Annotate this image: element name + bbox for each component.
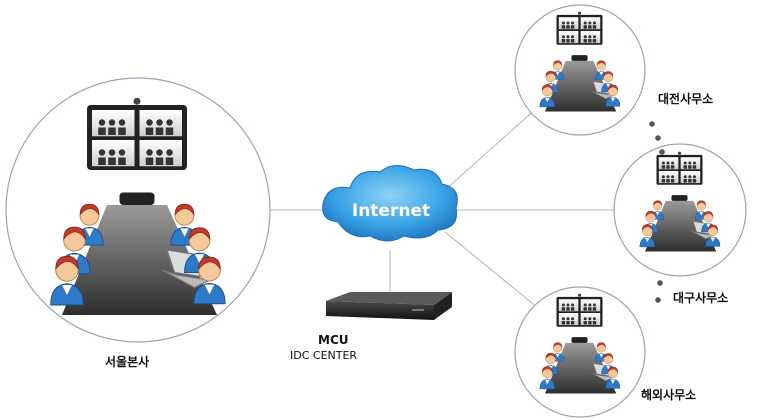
overseas-label: 해외사무소: [641, 388, 697, 402]
mcu-title: MCU: [318, 333, 349, 347]
mcu-subtitle: IDC CENTER: [290, 349, 358, 362]
site-daegu: [613, 143, 747, 277]
link-internet-daejeon: [444, 106, 539, 191]
site-hq: [5, 77, 271, 343]
link-internet-overseas: [444, 231, 539, 309]
internet-label: Internet: [352, 201, 430, 221]
hq-label: 서울본사: [105, 355, 150, 369]
daejeon-label: 대전사무소: [658, 92, 714, 106]
site-daejeon: [514, 4, 646, 136]
site-overseas: [514, 286, 646, 418]
mcu-device: [326, 292, 452, 320]
continuation-dots: [649, 121, 665, 303]
internet-cloud: Internet: [322, 165, 458, 242]
daegu-label: 대구사무소: [673, 291, 729, 305]
